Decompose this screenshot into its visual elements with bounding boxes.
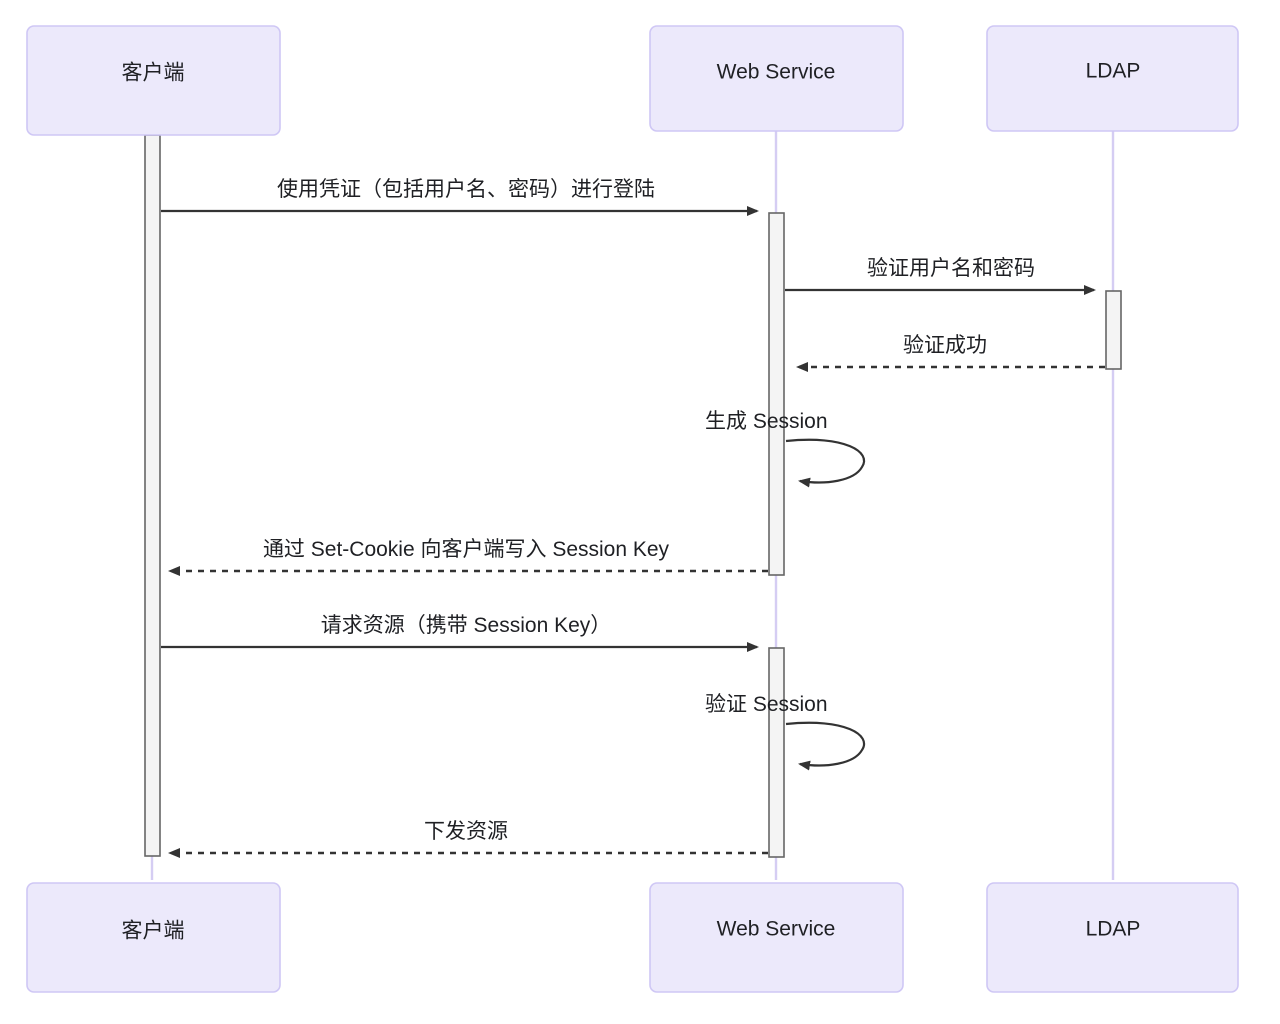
lifelines-group (150, 131, 1115, 880)
message-5-label: 通过 Set-Cookie 向客户端写入 Session Key (263, 538, 670, 561)
message-7-loop (785, 721, 865, 771)
message-4-label: 生成 Session (705, 410, 828, 433)
activation-bars-group (144, 134, 1122, 858)
message-3: 验证成功 (796, 334, 1105, 372)
actor-rect-client-top[interactable] (26, 25, 281, 136)
actor-label-webservice-bottom: Web Service (717, 918, 836, 941)
activation-bar-client (144, 134, 161, 857)
activation-bar-webservice-1 (768, 212, 785, 576)
actor-box-client-top[interactable]: 客户端 (26, 25, 281, 136)
actor-box-webservice-bottom[interactable]: Web Service (649, 882, 904, 993)
actor-label-client-bottom: 客户端 (122, 920, 185, 943)
actor-label-ldap-bottom: LDAP (1086, 918, 1141, 941)
actor-rect-ldap-top[interactable] (986, 25, 1239, 132)
activation-bar-ldap (1105, 290, 1122, 370)
actor-rect-client-bottom[interactable] (26, 882, 281, 993)
message-8-label: 下发资源 (424, 820, 508, 843)
message-4: 生成 Session (705, 410, 865, 488)
message-8: 下发资源 (168, 820, 768, 858)
activation-bar-webservice-2 (768, 647, 785, 858)
message-2-label: 验证用户名和密码 (867, 257, 1035, 280)
message-6: 请求资源（携带 Session Key） (161, 614, 759, 652)
actor-rect-webservice-top[interactable] (649, 25, 904, 132)
message-6-label: 请求资源（携带 Session Key） (321, 614, 612, 637)
message-4-loop (785, 438, 865, 488)
message-1: 使用凭证（包括用户名、密码）进行登陆 (161, 178, 759, 216)
actor-rect-ldap-bottom[interactable] (986, 882, 1239, 993)
actor-label-ldap-top: LDAP (1086, 60, 1141, 83)
actor-box-ldap-top[interactable]: LDAP (986, 25, 1239, 132)
message-5: 通过 Set-Cookie 向客户端写入 Session Key (168, 538, 768, 576)
top-actors-group: 客户端 Web Service LDAP (26, 25, 1239, 136)
message-7: 验证 Session (705, 693, 865, 771)
bottom-actors-group: 客户端 Web Service LDAP (26, 882, 1239, 993)
message-1-label: 使用凭证（包括用户名、密码）进行登陆 (277, 178, 655, 201)
actor-label-webservice-top: Web Service (717, 61, 836, 84)
actor-label-client-top: 客户端 (122, 62, 185, 85)
actor-rect-webservice-bottom[interactable] (649, 882, 904, 993)
message-2: 验证用户名和密码 (785, 257, 1096, 295)
message-3-label: 验证成功 (903, 334, 987, 357)
actor-box-webservice-top[interactable]: Web Service (649, 25, 904, 132)
actor-box-ldap-bottom[interactable]: LDAP (986, 882, 1239, 993)
actor-box-client-bottom[interactable]: 客户端 (26, 882, 281, 993)
message-7-label: 验证 Session (705, 693, 828, 716)
